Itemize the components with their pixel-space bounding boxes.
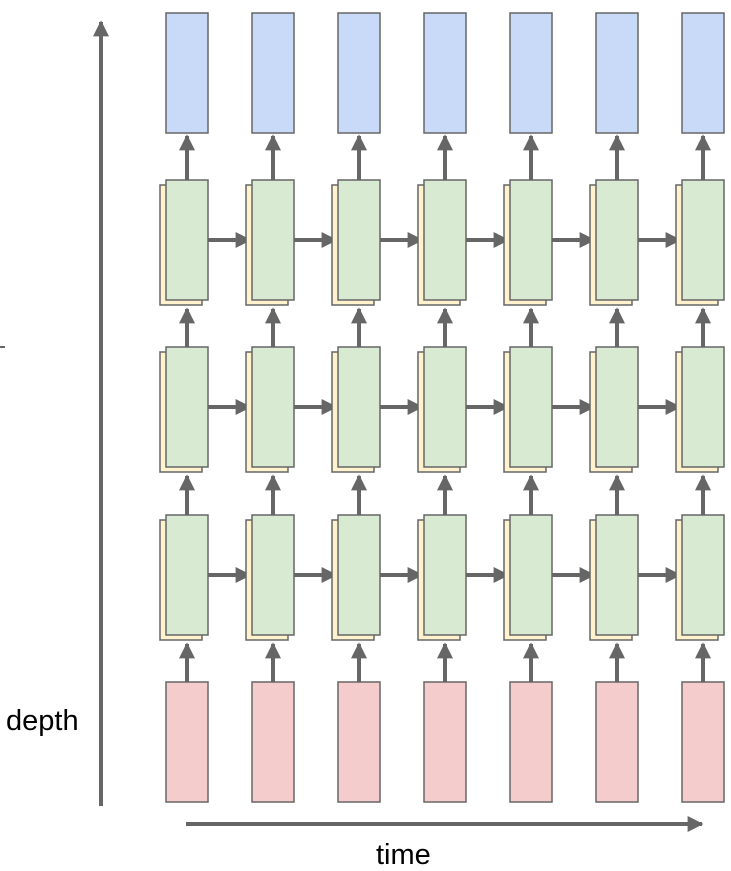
hidden-cell (509, 179, 553, 301)
hidden-cell (165, 346, 209, 468)
hidden-cell (595, 514, 639, 636)
hidden-cell (165, 179, 209, 301)
hidden-cell (251, 514, 295, 636)
depth-axis-label: depth (6, 705, 79, 737)
input-cell (165, 681, 209, 803)
output-cell (509, 12, 553, 134)
hidden-cell (423, 179, 467, 301)
hidden-cell (423, 514, 467, 636)
output-cell (681, 12, 725, 134)
hidden-cell (337, 514, 381, 636)
hidden-cell (681, 514, 725, 636)
input-cell (509, 681, 553, 803)
input-cell (681, 681, 725, 803)
hidden-cell (681, 179, 725, 301)
hidden-cell (509, 514, 553, 636)
input-cell (595, 681, 639, 803)
hidden-cell (251, 346, 295, 468)
hidden-cell (165, 514, 209, 636)
hidden-cell (509, 346, 553, 468)
cells (159, 12, 725, 803)
hidden-cell (251, 179, 295, 301)
input-cell (251, 681, 295, 803)
time-axis-label: time (376, 839, 431, 871)
input-cell (337, 681, 381, 803)
hidden-cell (337, 179, 381, 301)
input-cell (423, 681, 467, 803)
output-cell (595, 12, 639, 134)
output-cell (337, 12, 381, 134)
output-cell (251, 12, 295, 134)
connections (179, 134, 711, 682)
output-cell (423, 12, 467, 134)
axes: depth time (0, 20, 704, 871)
hidden-cell (337, 346, 381, 468)
hidden-cell (423, 346, 467, 468)
hidden-cell (595, 179, 639, 301)
output-cell (165, 12, 209, 134)
hidden-cell (595, 346, 639, 468)
hidden-cell (681, 346, 725, 468)
